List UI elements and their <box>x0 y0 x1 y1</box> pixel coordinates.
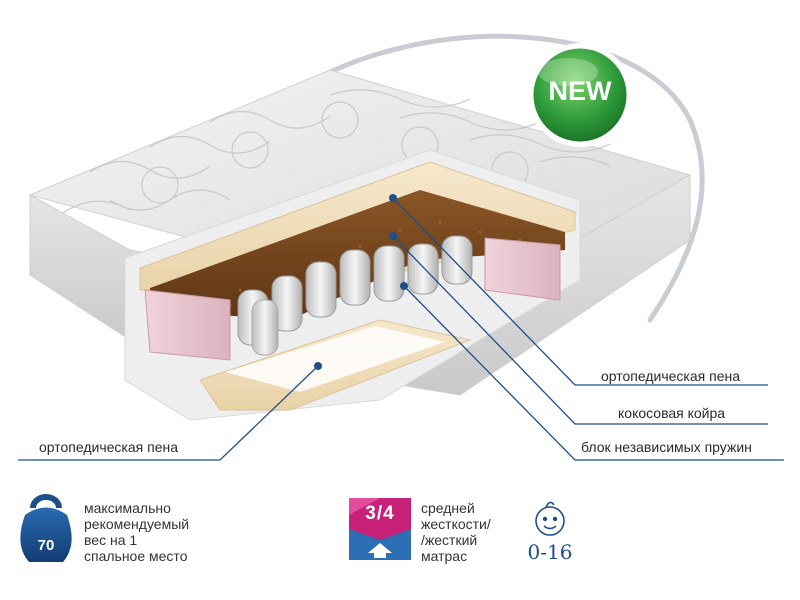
left-perimeter-foam <box>144 289 231 361</box>
age-range-value: 0-16 <box>527 540 573 564</box>
firmness-line: матрас <box>421 548 468 564</box>
new-badge <box>528 43 632 147</box>
firmness-description: средней жесткости/ /жесткий матрас <box>421 500 491 564</box>
firmness-line: жесткости/ <box>421 516 491 532</box>
max-weight-description: максимально рекомендуемый вес на 1 спаль… <box>84 500 189 564</box>
max-weight-line: вес на 1 <box>84 532 138 548</box>
label-coconut-coir: кокосовая койра <box>618 405 726 421</box>
max-weight-line: максимально <box>84 500 171 516</box>
max-weight-line: рекомендуемый <box>84 516 190 532</box>
max-weight-line: спальное место <box>84 548 188 564</box>
kettlebell-icon <box>20 494 72 562</box>
label-springs: блок независимых пружин <box>581 439 752 455</box>
firmness-icon <box>349 498 411 560</box>
baby-face-icon <box>535 501 565 536</box>
label-top-foam: ортопедическая пена <box>601 368 741 384</box>
firmness-value: 3/4 <box>365 503 395 524</box>
new-badge-text: NEW <box>548 76 612 106</box>
right-perimeter-foam <box>484 237 561 301</box>
max-weight-value: 70 <box>37 537 55 554</box>
bottom-foam-highlight <box>225 326 445 392</box>
firmness-line: /жесткий <box>421 532 478 548</box>
callout-lines <box>18 197 784 461</box>
background-arc <box>297 33 705 323</box>
independent-springs <box>237 235 473 356</box>
label-bottom-foam: ортопедическая пена <box>39 439 179 455</box>
firmness-line: средней <box>421 500 475 516</box>
callout-dots <box>314 194 408 370</box>
